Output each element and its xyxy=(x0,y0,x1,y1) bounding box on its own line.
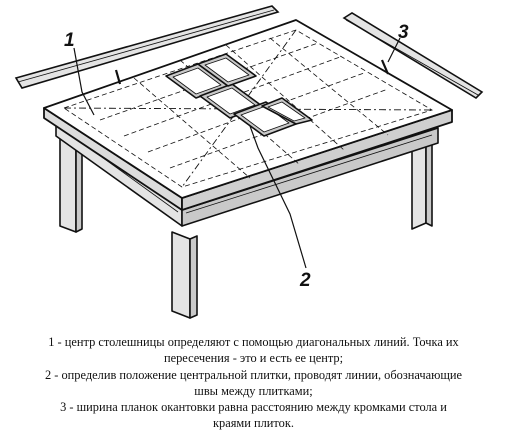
callout-3: 3 xyxy=(398,22,409,43)
trim-strip-left xyxy=(14,5,280,89)
caption-line-4: швы между плитками; xyxy=(194,383,313,398)
callout-2: 2 xyxy=(299,270,311,291)
figure-caption: 1 - центр столешницы определяют с помощь… xyxy=(8,334,499,432)
caption-line-5: 3 - ширина планок окантовки равна рассто… xyxy=(60,400,447,415)
callout-1: 1 xyxy=(64,30,75,51)
table-drawing: 1 2 3 xyxy=(14,5,484,319)
caption-line-3: 2 - определив положение центральной плит… xyxy=(44,367,463,382)
center-tiles xyxy=(165,53,313,137)
caption-line-2: пересечения - это и есть ее центр; xyxy=(163,351,344,366)
table-illustration: 1 2 3 xyxy=(14,5,484,319)
table-legs xyxy=(59,129,433,319)
trim-strip-right xyxy=(342,12,484,100)
dimension-marks xyxy=(114,59,390,85)
leader-lines xyxy=(73,37,401,269)
caption-line-6: краями плиток. xyxy=(213,416,294,431)
caption-line-1: 1 - центр столешницы определяют с помощь… xyxy=(48,335,459,349)
